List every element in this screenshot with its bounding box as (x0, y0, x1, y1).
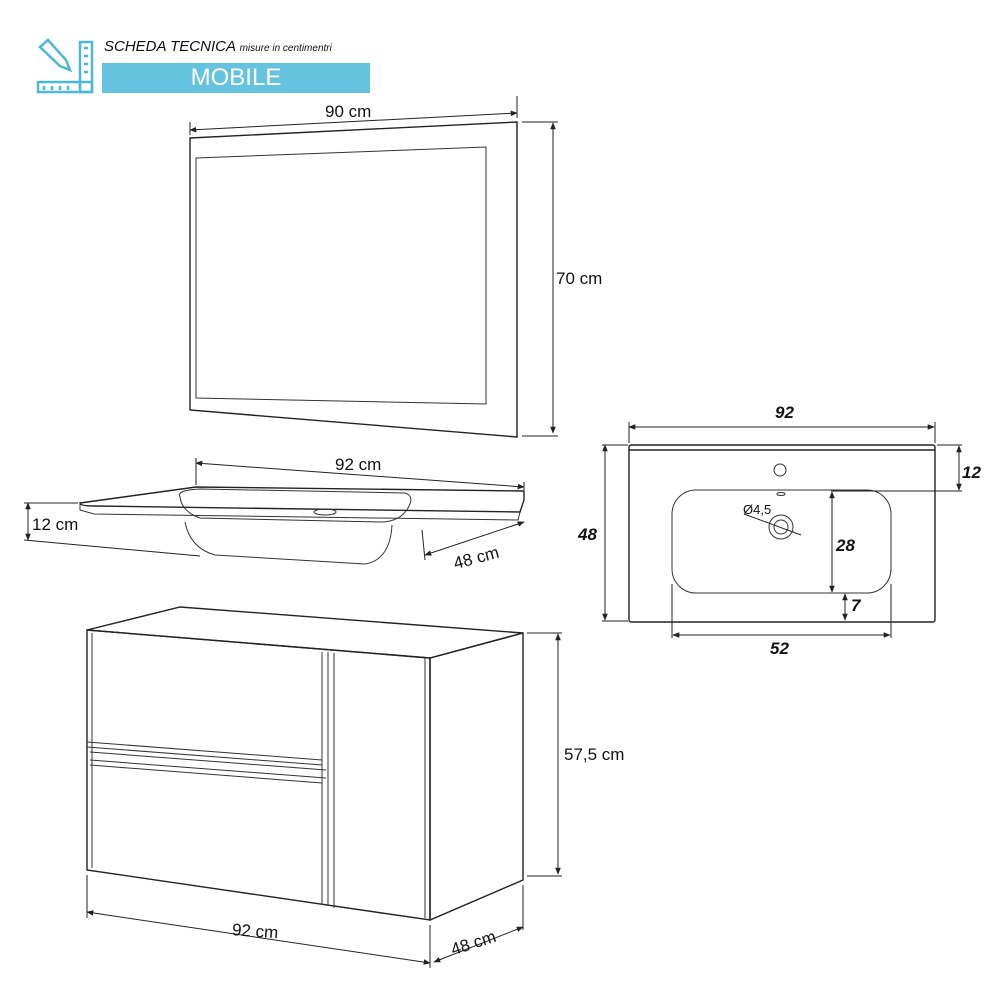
subtitle-text: misure in centimentri (239, 43, 332, 54)
sink-top-view: Ø4,5 92 48 12 28 7 52 (577, 403, 981, 658)
top-width-label: 92 (775, 403, 794, 422)
sink-drawing: 92 cm 12 cm 48 cm (23, 455, 525, 573)
sink-height-label: 12 cm (32, 515, 78, 534)
mirror-width-label: 90 cm (325, 102, 371, 121)
sheet-title: SCHEDA TECNICA misure in centimentri (104, 38, 332, 55)
cabinet-height-label: 57,5 cm (564, 745, 624, 764)
cabinet-width-label: 92 cm (231, 920, 279, 942)
title-text: SCHEDA TECNICA (104, 38, 236, 55)
back-offset-label: 7 (851, 596, 862, 615)
cabinet-depth-label: 48 cm (448, 927, 498, 959)
drain-diameter-label: Ø4,5 (743, 502, 771, 517)
basin-depth-label: 28 (835, 536, 855, 555)
front-offset-label: 12 (962, 463, 981, 482)
mirror-drawing: 90 cm 70 cm (189, 96, 602, 438)
cabinet-drawing: 57,5 cm 92 cm 48 cm (86, 606, 624, 968)
mirror-height-label: 70 cm (556, 269, 602, 288)
sink-width-label: 92 cm (335, 455, 381, 474)
product-banner: MOBILE (102, 63, 370, 93)
top-depth-label: 48 (577, 525, 597, 544)
basin-width-label: 52 (770, 639, 789, 658)
sink-depth-label: 48 cm (452, 543, 502, 573)
